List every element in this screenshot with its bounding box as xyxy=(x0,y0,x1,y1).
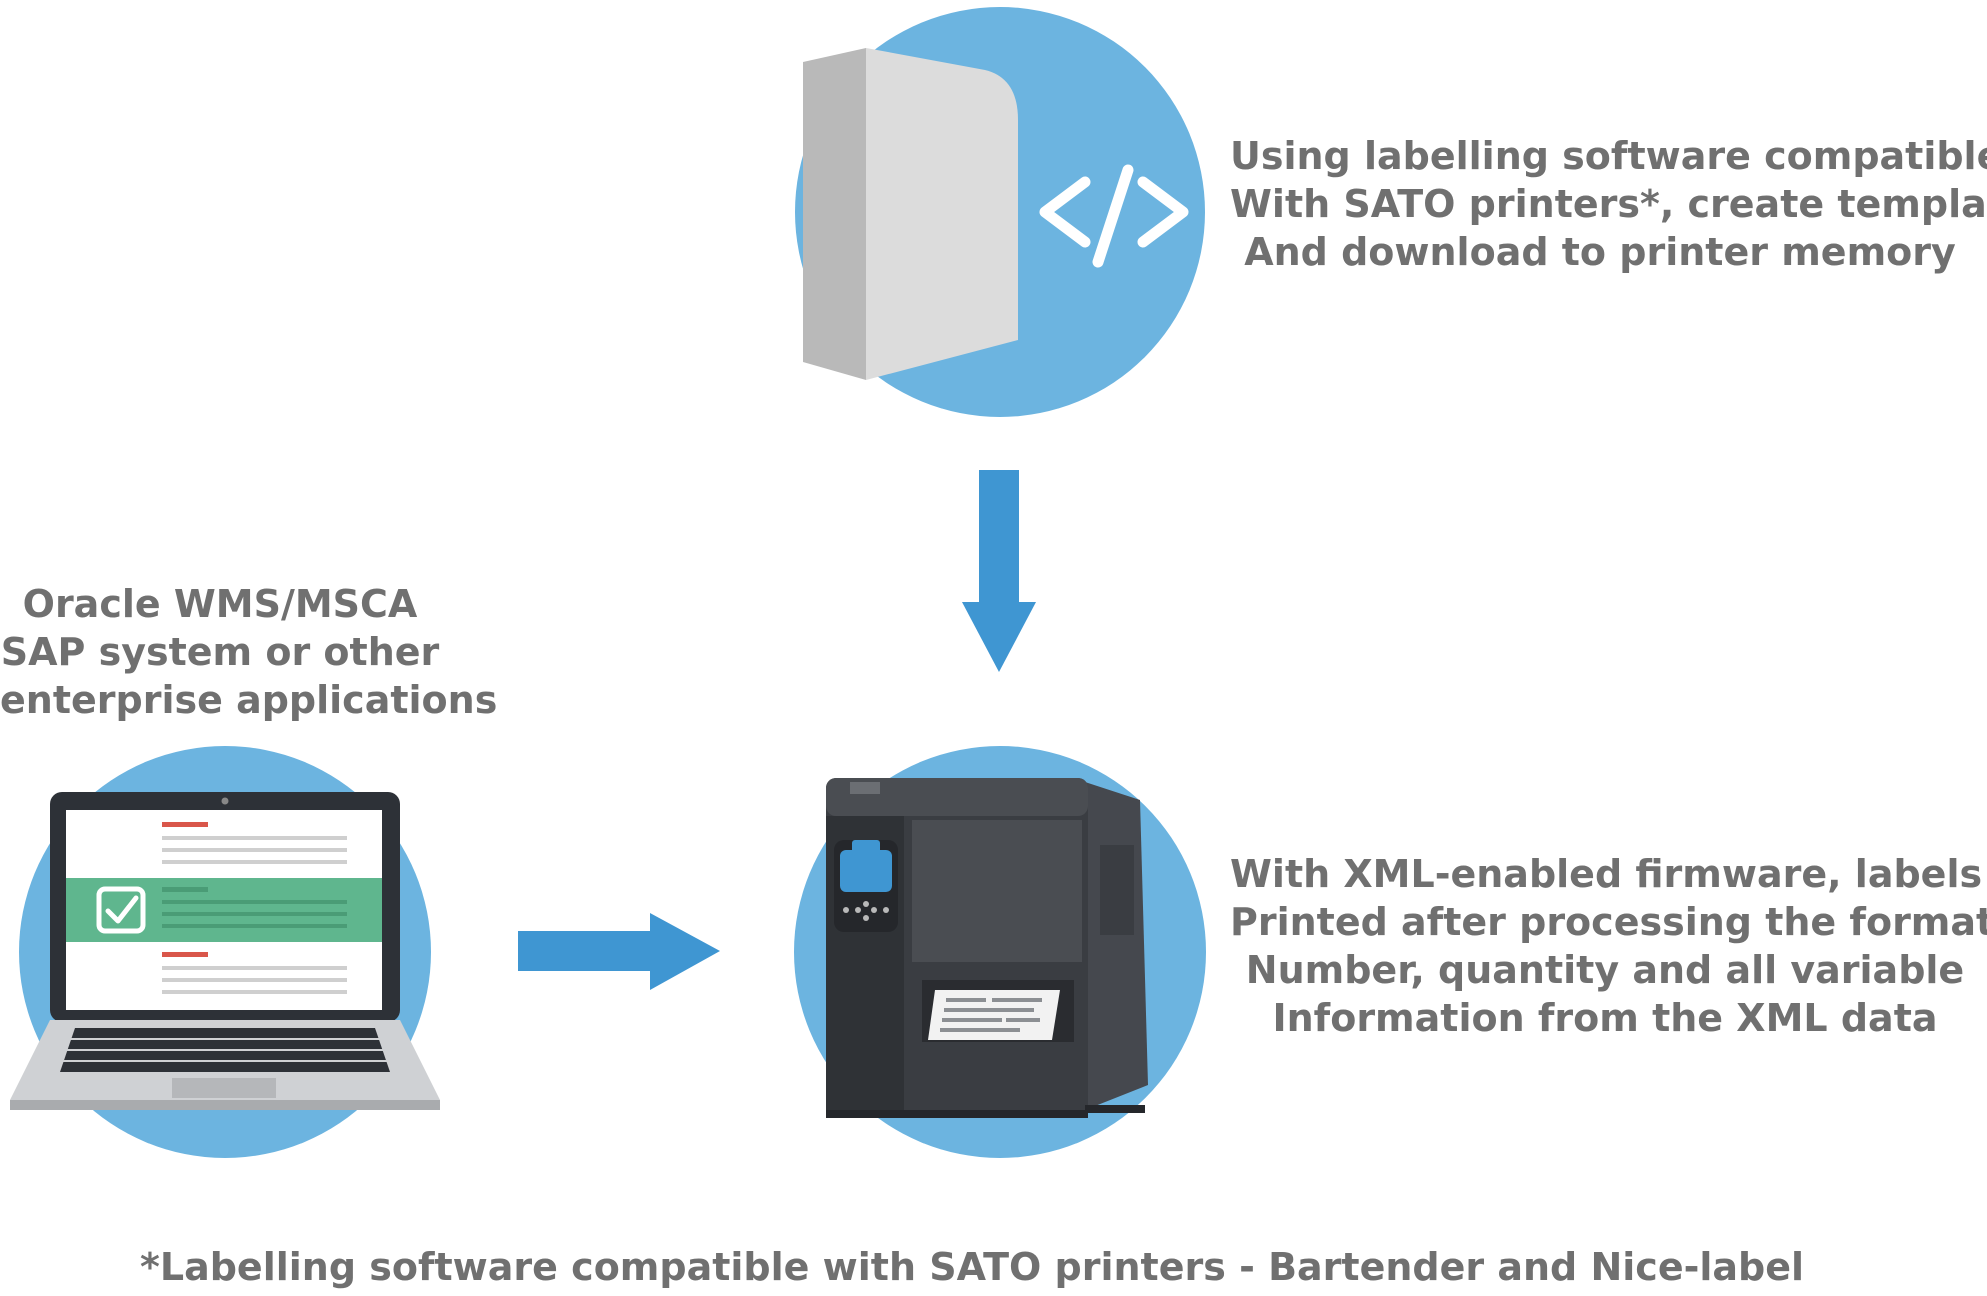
down-arrow xyxy=(962,470,1036,672)
printer-caption-line-4: Information from the XML data xyxy=(1272,996,1938,1040)
printer-caption-line-3: Number, quantity and all variable xyxy=(1245,948,1965,992)
printer-caption-line-2: Printed after processing the format xyxy=(1230,900,1987,944)
erp-caption-line-3: enterprise applications xyxy=(0,678,498,722)
printer-node xyxy=(794,746,1206,1158)
erp-node xyxy=(10,746,440,1158)
erp-caption-line-2: SAP system or other xyxy=(0,630,440,674)
software-caption-line-1: Using labelling software compatible xyxy=(1230,134,1987,178)
software-caption-line-3: And download to printer memory xyxy=(1244,230,1956,274)
software-caption: Using labelling software compatible With… xyxy=(1230,132,1987,276)
laptop-icon xyxy=(10,792,440,1110)
printer-caption-line-1: With XML-enabled firmware, labels are xyxy=(1230,852,1987,896)
printer-caption: With XML-enabled firmware, labels are Pr… xyxy=(1230,850,1987,1042)
erp-caption-line-1: Oracle WMS/MSCA xyxy=(22,582,418,626)
software-node xyxy=(795,7,1205,417)
footnote: *Labelling software compatible with SATO… xyxy=(140,1245,1805,1289)
right-arrow xyxy=(518,913,720,990)
check-icon xyxy=(105,895,139,924)
software-box-icon xyxy=(803,48,1018,380)
software-caption-line-2: With SATO printers*, create templates xyxy=(1230,182,1987,226)
printer-icon xyxy=(826,778,1148,1118)
code-icon xyxy=(1039,164,1189,268)
erp-caption: Oracle WMS/MSCA SAP system or other ente… xyxy=(0,580,498,724)
